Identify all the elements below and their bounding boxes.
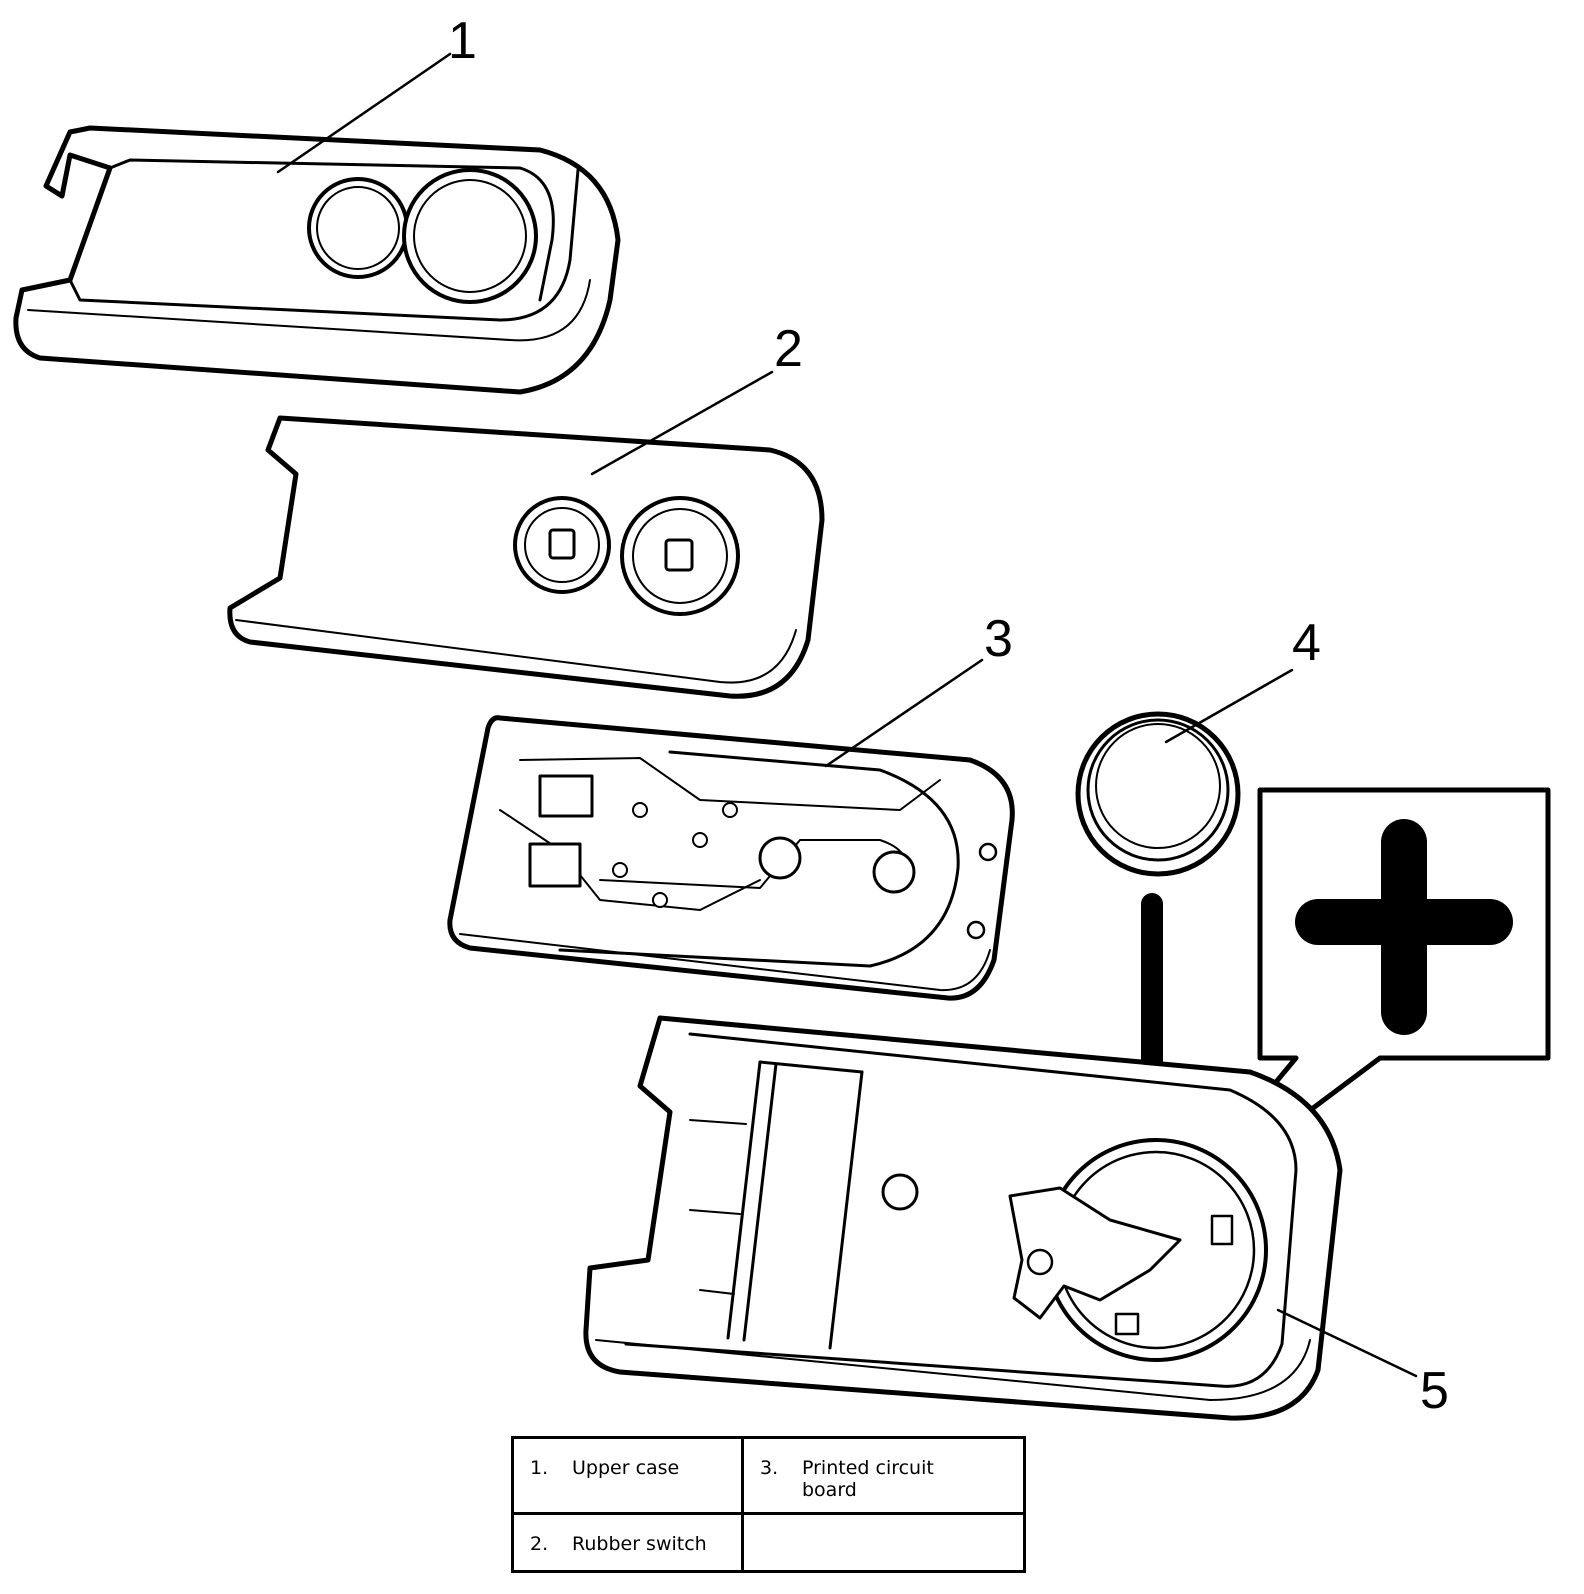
legend-row: 1. Upper case 3. Printed circuit board: [511, 1436, 1026, 1515]
callout-3: 3: [984, 610, 1013, 668]
polarity-symbol-text: +: [0, 0, 1, 1]
rubber-switch: [227, 370, 825, 699]
callout-5: 5: [1420, 1362, 1449, 1420]
legend-label: Upper case: [572, 1457, 680, 1479]
legend-number: 3.: [760, 1457, 779, 1479]
legend-label: Rubber switch: [572, 1533, 707, 1555]
legend-cell: 1. Upper case: [511, 1436, 744, 1515]
legend-cell-empty: [741, 1512, 1026, 1573]
legend-cell: 2. Rubber switch: [511, 1512, 744, 1573]
legend-number: 2.: [530, 1533, 549, 1555]
legend-label: Printed circuit board: [802, 1457, 934, 1501]
callout-4: 4: [1292, 614, 1321, 672]
upper-case: [13, 52, 621, 395]
legend-number: 1.: [530, 1457, 549, 1479]
callout-1: 1: [448, 12, 477, 70]
callout-2: 2: [774, 320, 803, 378]
legend-table: 1. Upper case 3. Printed circuit board 2…: [511, 1436, 1026, 1573]
legend-cell: 3. Printed circuit board: [741, 1436, 1026, 1515]
lower-case: [583, 1015, 1418, 1421]
coin-battery: [1075, 668, 1294, 877]
legend-row: 2. Rubber switch: [511, 1512, 1026, 1573]
printed-circuit-board: [447, 658, 1015, 1001]
